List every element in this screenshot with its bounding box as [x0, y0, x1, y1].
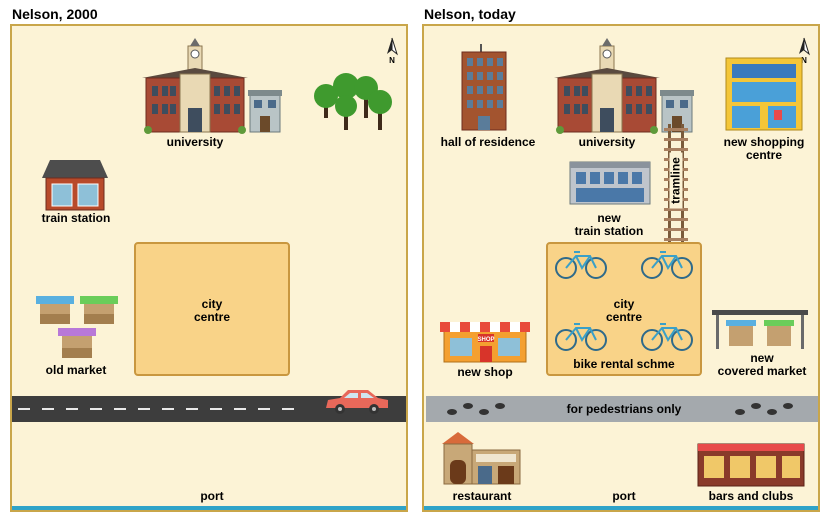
university-label: university	[166, 135, 224, 149]
new-train-station-icon	[569, 161, 651, 205]
water-edge	[424, 506, 818, 510]
bicycle-icon	[641, 251, 693, 279]
footprints-icon	[735, 403, 793, 415]
road-marking	[282, 408, 294, 410]
new-covered-market-label: new covered market	[717, 351, 807, 378]
university-building-icon	[554, 38, 694, 134]
train-station-icon	[42, 160, 108, 211]
right-map-panel: N hall of residence	[422, 24, 820, 512]
new-shop-icon: SHOP	[440, 322, 530, 363]
car-icon	[326, 390, 388, 414]
road-marking	[18, 408, 30, 410]
left-map-panel: N university	[10, 24, 408, 512]
road-marking	[258, 408, 270, 410]
pedestrian-zone	[426, 396, 818, 422]
restaurant-label: restaurant	[452, 489, 512, 503]
right-map-title: Nelson, today	[424, 6, 516, 22]
covered-market-icon	[712, 310, 808, 349]
road-marking	[114, 408, 126, 410]
hall-of-residence-label: hall of residence	[440, 135, 536, 149]
road-marking	[90, 408, 102, 410]
road-marking	[210, 408, 222, 410]
road-marking	[138, 408, 150, 410]
svg-text:N: N	[801, 56, 807, 64]
new-shop-label: new shop	[457, 365, 513, 379]
tramline-label: tramline	[669, 152, 683, 209]
city-centre-label: city centre	[605, 297, 643, 324]
footprints-icon	[447, 403, 505, 415]
port-label: port	[612, 489, 636, 503]
bars-and-clubs-label: bars and clubs	[708, 489, 794, 503]
city-centre-area: city centre bike rental schme	[546, 242, 702, 376]
new-train-station-label: new train station	[574, 211, 644, 238]
port-label: port	[200, 489, 224, 503]
pedestrians-only-label: for pedestrians only	[566, 402, 682, 416]
new-shopping-centre-label: new shopping centre	[723, 135, 805, 162]
bicycle-icon	[555, 323, 607, 351]
road-marking	[42, 408, 54, 410]
old-market-label: old market	[45, 363, 107, 377]
road-marking	[234, 408, 246, 410]
left-map-title: Nelson, 2000	[12, 6, 98, 22]
university-label: university	[578, 135, 636, 149]
road-marking	[186, 408, 198, 410]
university-building-icon	[142, 38, 282, 134]
north-arrow-icon: N	[799, 37, 810, 64]
bars-and-clubs-icon	[697, 443, 805, 487]
bicycle-icon	[555, 251, 607, 279]
market-stalls-icon	[36, 296, 118, 358]
road-marking	[162, 408, 174, 410]
svg-text:SHOP: SHOP	[477, 337, 494, 343]
bike-rental-label: bike rental schme	[573, 357, 675, 371]
train-station-label: train station	[41, 211, 111, 225]
city-centre-area: city centre	[134, 242, 290, 376]
shopping-centre-icon	[725, 57, 803, 131]
water-edge	[12, 506, 406, 510]
north-arrow-icon: N	[387, 37, 398, 64]
road-marking	[66, 408, 78, 410]
svg-text:N: N	[389, 56, 395, 64]
hall-of-residence-icon	[461, 44, 507, 131]
trees-icon	[314, 73, 392, 130]
bicycle-icon	[641, 323, 693, 351]
restaurant-icon	[442, 432, 521, 485]
city-centre-label: city centre	[193, 297, 231, 324]
